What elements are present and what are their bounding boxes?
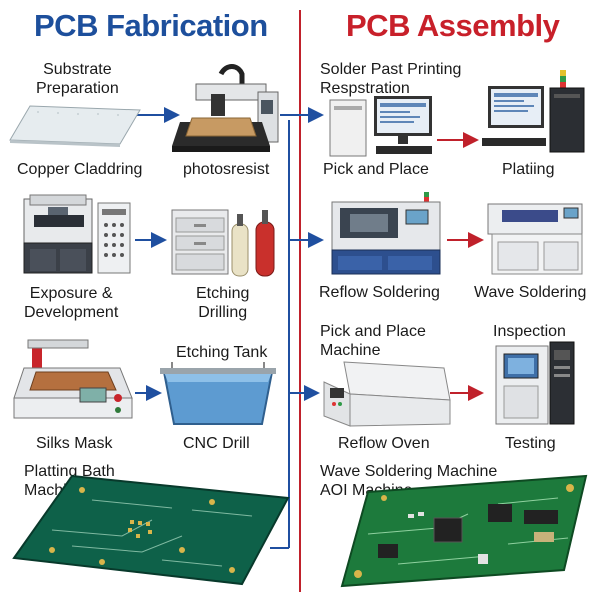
label-exposure: Exposure & Development [24, 285, 119, 321]
pick-place-machine-image [331, 192, 441, 275]
label-reflow-oven: Reflow Oven [338, 435, 430, 452]
plating-station-image [482, 70, 585, 153]
photoresist-cnc-machine-image [172, 64, 279, 152]
wave-soldering-machine-image [487, 203, 583, 275]
label-pick-place: Pick and Place [323, 161, 429, 178]
assembled-pcb-board-image [340, 474, 588, 588]
exposure-unit-image [23, 194, 131, 274]
label-cnc-drill: CNC Drill [183, 435, 250, 452]
label-wave-soldering: Wave Soldering [474, 284, 587, 301]
label-pick-place-machine: Pick and Place Machine [320, 323, 426, 359]
label-substrate: Substrate Preparation [36, 61, 119, 97]
label-reflow-soldering: Reflow Soldering [319, 284, 440, 301]
fabrication-title: PCB Fabrication [34, 8, 268, 43]
label-copper: Copper Claddring [17, 161, 143, 178]
label-etching-tank: Etching Tank [176, 344, 268, 361]
reflow-oven-image [323, 361, 451, 427]
label-photoresist: photosresist [183, 161, 270, 178]
inspection-testing-machine-image [495, 341, 575, 425]
silk-mask-machine-image [13, 339, 133, 419]
solder-printing-station-image [329, 96, 432, 157]
label-etching: Etching Drilling [196, 285, 250, 321]
assembly-title: PCB Assembly [346, 8, 560, 43]
label-inspection: Inspection [493, 323, 566, 340]
label-solder-paste: Solder Past Printing Respstration [320, 61, 462, 97]
label-silks-mask: Silks Mask [36, 435, 113, 452]
bare-pcb-board-image [12, 474, 290, 586]
substrate-panel-image [9, 105, 141, 147]
label-plating: Platiing [502, 161, 555, 178]
etching-tank-image [160, 362, 276, 425]
etching-cabinet-image [171, 209, 275, 277]
label-testing: Testing [505, 435, 556, 452]
